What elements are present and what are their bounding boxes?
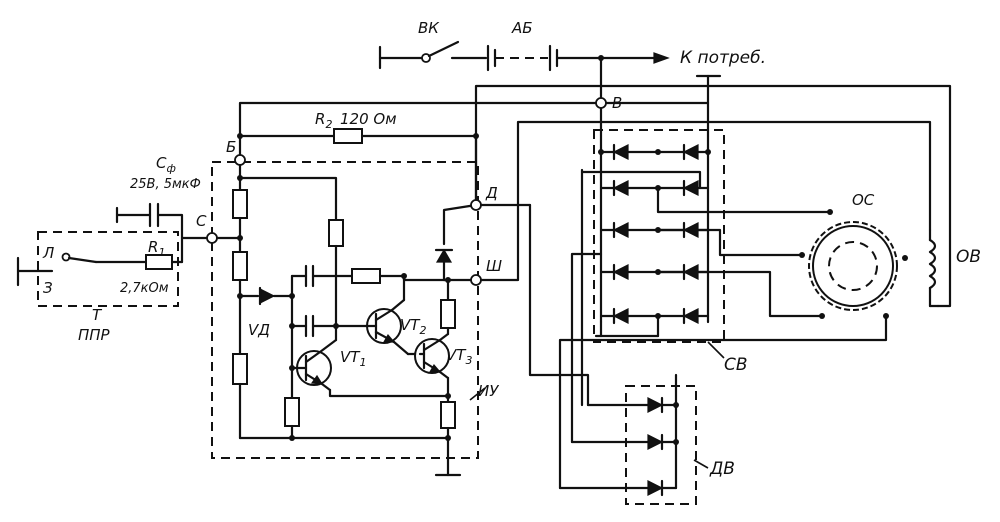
terminal-sh xyxy=(470,274,482,286)
capacitor-cf xyxy=(115,202,184,240)
rectifier-dv xyxy=(558,373,679,497)
vd-label: VД xyxy=(248,321,270,339)
resistor-r2 xyxy=(333,128,363,144)
terminal-b-label: Б xyxy=(226,138,236,156)
terminal-v-label: В xyxy=(612,94,622,112)
sv-diode-row xyxy=(599,143,710,161)
battery-label: АБ xyxy=(511,19,533,37)
stator-os xyxy=(799,209,908,319)
rectifier-sv xyxy=(594,143,711,338)
regulator-circuit xyxy=(215,134,478,477)
terminal-c-label: С xyxy=(196,212,207,230)
r2-label: R2 xyxy=(315,110,332,131)
vt3-label: VT3 xyxy=(446,346,472,367)
rectifier-sv-label: СВ xyxy=(724,355,748,375)
top-bus-lines xyxy=(237,74,952,308)
terminal-d-label: Д xyxy=(485,184,498,202)
stator-phase-wires xyxy=(558,168,888,490)
vt2-label: VT2 xyxy=(400,316,426,337)
regulator-label: ИУ xyxy=(478,382,499,400)
switch-label: ВК xyxy=(418,19,440,37)
battery xyxy=(486,44,559,72)
r1-value: 2,7кОм xyxy=(120,281,169,296)
terminal-sh-label: Ш xyxy=(486,257,502,275)
sv-diode-row xyxy=(599,179,710,197)
vt1-label: VT1 xyxy=(340,348,366,369)
terminal-c xyxy=(206,232,218,244)
regulator-boundary xyxy=(211,161,479,459)
terminal-d xyxy=(470,199,482,211)
ppr-block xyxy=(16,231,214,307)
terminal-b xyxy=(234,154,246,166)
rectifier-sv-boundary xyxy=(593,129,725,343)
r1-label: R1 xyxy=(148,238,165,259)
ignition-switch xyxy=(378,40,488,70)
rectifier-dv-boundary xyxy=(625,385,697,505)
consumers-label: К потреб. xyxy=(680,48,766,68)
field-winding-label: ОВ xyxy=(956,247,981,267)
stator-label: ОС xyxy=(852,191,875,209)
rectifier-dv-label: ДВ xyxy=(709,459,735,479)
consumers-line xyxy=(555,52,670,105)
sv-diode-row xyxy=(599,307,710,325)
r2-value: 120 Ом xyxy=(340,110,397,128)
cf-value: 25В, 5мкФ xyxy=(130,177,201,192)
ppr-name-label: ППР xyxy=(78,326,111,344)
ppr-l-label: Л xyxy=(42,244,54,262)
field-winding-ov xyxy=(928,228,940,308)
terminal-v xyxy=(595,97,607,109)
ppr-z-label: З xyxy=(43,279,53,297)
ppr-t-label: Т xyxy=(92,306,103,324)
cf-label: Сф xyxy=(156,154,176,175)
